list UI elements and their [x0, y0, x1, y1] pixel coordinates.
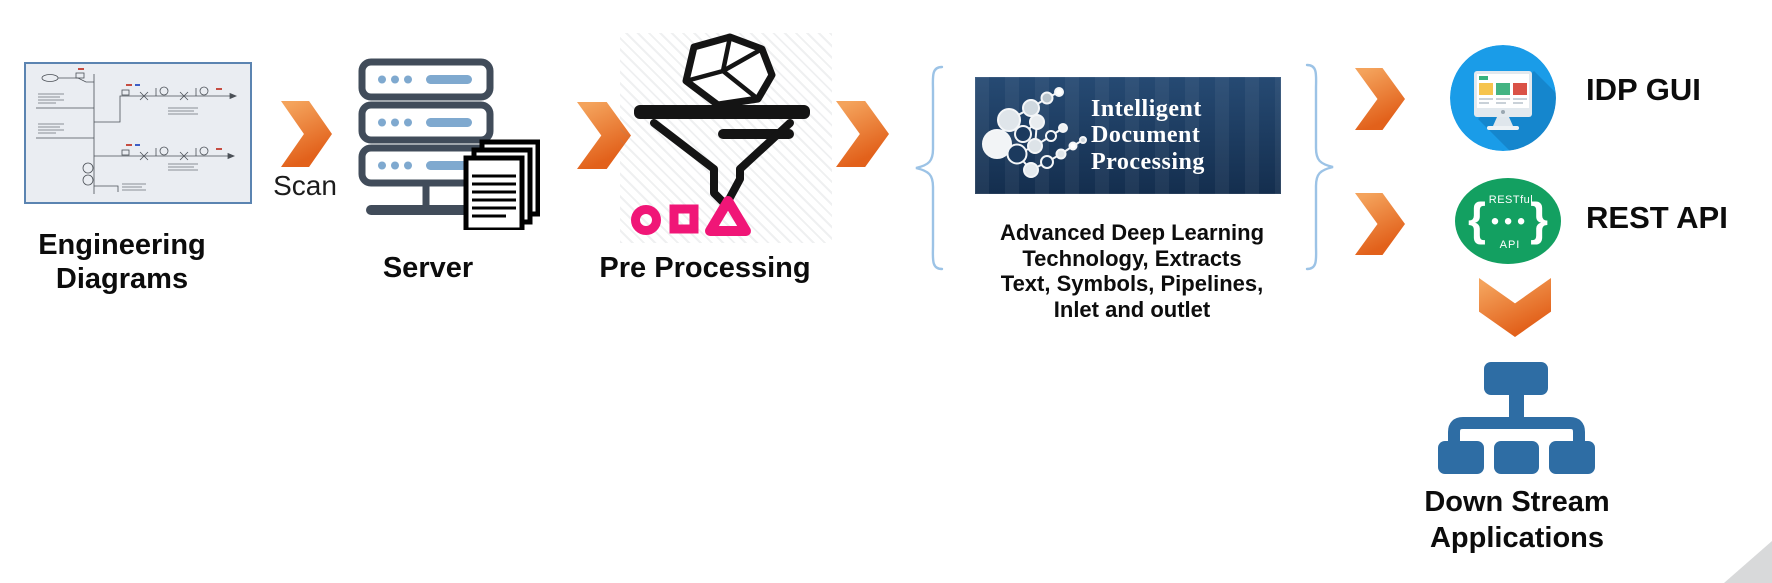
shape-symbols-icon [631, 196, 751, 236]
pre-processing-label: Pre Processing [599, 252, 811, 284]
idp-gui-label: IDP GUI [1586, 72, 1701, 107]
idp-description-line: Advanced Deep Learning [999, 220, 1265, 245]
downstream-applications-label: Down Stream Applications [1424, 486, 1610, 554]
idp-gui-icon [1450, 45, 1556, 151]
idp-logo-line: Document [1091, 122, 1201, 149]
circle-shape-icon [631, 205, 661, 235]
dashboard-monitor-icon [1450, 45, 1556, 151]
server-label: Server [382, 252, 474, 284]
api-text: API [1499, 239, 1521, 251]
idp-description-line: Inlet and outlet [1053, 296, 1211, 322]
grouping-brace-left [915, 65, 944, 271]
funnel-filter-icon [631, 33, 810, 236]
idp-logo-line: Intelligent [1091, 95, 1202, 122]
chevron-right-icon-3 [836, 101, 889, 167]
slide-corner-decoration [1724, 541, 1772, 583]
api-dots-icon: ●●● [1490, 212, 1530, 230]
idp-description-line: Technology, Extracts [1022, 245, 1242, 271]
rest-api-label: REST API [1586, 200, 1728, 235]
scan-label: Scan [273, 170, 337, 201]
chevron-right-icon-5 [1355, 193, 1405, 255]
grouping-brace-right [1305, 63, 1334, 271]
chevron-right-icon-4 [1355, 68, 1405, 130]
api-brace-open: { [1468, 193, 1486, 246]
engineering-diagrams-label: Engineering Diagrams [38, 229, 206, 295]
square-shape-icon [669, 204, 699, 234]
idp-description-line: Text, Symbols, Pipelines, [1000, 271, 1264, 296]
preprocessing-icon-backdrop [620, 33, 832, 243]
idp-logo-text: Intelligent Document Processing [1091, 96, 1205, 176]
idp-logo-box: Intelligent Document Processing [975, 77, 1281, 194]
api-brace-close: } [1530, 193, 1548, 246]
chevron-down-icon [1479, 278, 1551, 337]
network-nodes-icon [982, 86, 1087, 178]
restful-text: RESTful [1488, 194, 1534, 206]
chevron-right-icon-1 [281, 101, 332, 167]
pid-schematic-icon [36, 68, 238, 194]
triangle-shape-icon [705, 196, 751, 236]
idp-logo-line: Processing [1091, 148, 1205, 175]
idp-description: Advanced Deep Learning Technology, Extra… [948, 220, 1316, 322]
rest-api-icon: { ●●● } RESTful API [1455, 178, 1561, 264]
engineering-diagram-thumbnail [24, 62, 252, 204]
server-icon [358, 58, 540, 230]
sitemap-icon [1438, 362, 1595, 474]
document-stack-icon [463, 139, 540, 230]
